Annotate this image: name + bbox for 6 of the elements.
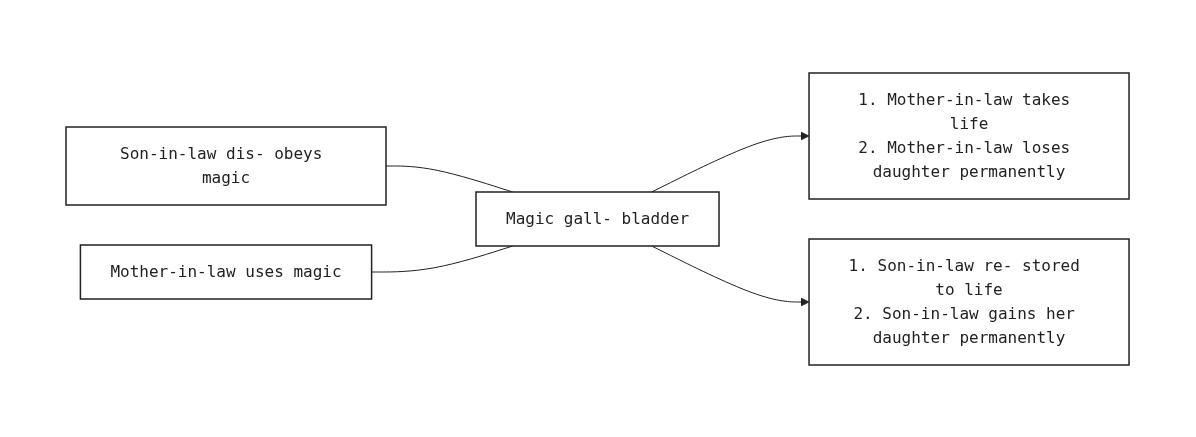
node-box: 1. Son-in-law re- stored to life 2. Son-in-law gains her daughter permanently <box>808 237 1131 366</box>
node-box: Mother-in-law uses magic <box>80 243 373 300</box>
arrow <box>651 245 810 306</box>
node-box: Son-in-law dis- obeys magic <box>65 125 388 206</box>
node-box: 1. Mother-in-law takes life 2. Mother-in-law loses daughter permanently <box>808 71 1131 200</box>
node-box: Magic gall- bladder <box>475 190 721 247</box>
